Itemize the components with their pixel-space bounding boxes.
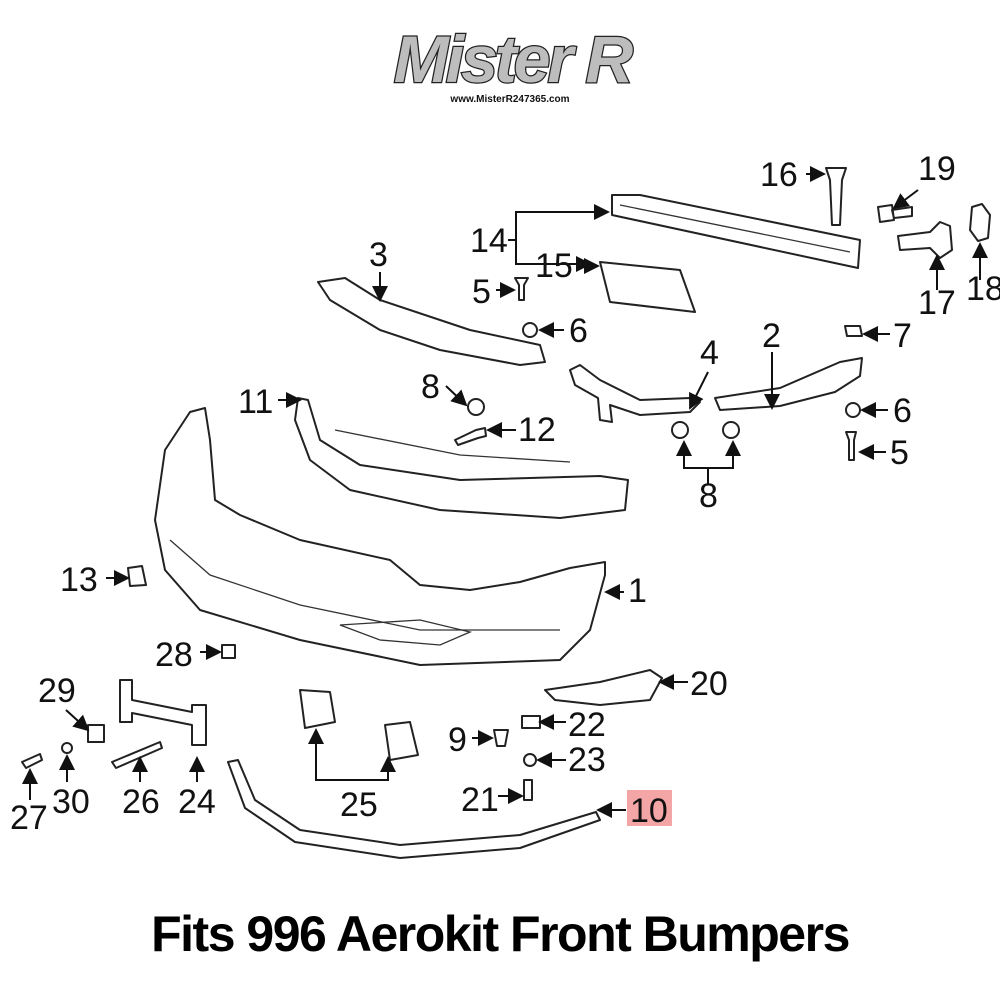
label-16: 16 <box>760 156 798 194</box>
part-5-screw-right <box>845 431 857 461</box>
part-18-gasket <box>969 203 991 242</box>
label-1: 1 <box>628 572 647 610</box>
label-29: 29 <box>38 672 76 710</box>
part-11-grille <box>294 397 629 519</box>
svg-text:www.MisterR247365.com: www.MisterR247365.com <box>449 94 569 105</box>
label-6-right: 6 <box>893 392 912 430</box>
label-7: 7 <box>893 317 912 355</box>
label-5: 5 <box>472 273 491 311</box>
label-3: 3 <box>369 236 388 274</box>
label-17: 17 <box>918 284 956 322</box>
part-29-clip <box>87 724 105 743</box>
label-22: 22 <box>568 706 606 744</box>
part-5-screw <box>514 277 529 301</box>
label-14: 14 <box>470 222 508 260</box>
label-21: 21 <box>461 781 499 819</box>
label-23: 23 <box>568 741 606 779</box>
part-21-screw <box>523 779 533 801</box>
part-28-clip <box>221 644 236 659</box>
label-12: 12 <box>518 411 556 449</box>
label-6: 6 <box>569 312 588 350</box>
part-24-bracket <box>119 679 207 746</box>
label-24: 24 <box>178 783 216 821</box>
label-11: 11 <box>238 383 273 421</box>
label-20: 20 <box>690 665 728 703</box>
label-19: 19 <box>918 150 956 188</box>
label-26: 26 <box>122 783 160 821</box>
label-2: 2 <box>762 317 781 355</box>
part-20-deflector <box>544 669 663 706</box>
label-15: 15 <box>535 247 573 285</box>
label-27: 27 <box>10 799 48 837</box>
part-2-support-right <box>714 357 863 411</box>
part-25-mounts <box>299 689 419 761</box>
part-7-clip <box>844 325 863 337</box>
part-12-pin <box>454 427 487 446</box>
highlight-box <box>627 790 672 826</box>
label-5-right: 5 <box>890 434 909 472</box>
part-30-washer <box>61 742 73 754</box>
part-8-clips-pair <box>671 421 740 439</box>
part-4-bracket <box>569 364 701 423</box>
label-28: 28 <box>155 636 193 674</box>
label-25: 25 <box>340 786 378 824</box>
part-23-nut <box>523 753 537 767</box>
part-6-nut-right <box>845 402 861 418</box>
callout-labels: 16 19 18 17 14 15 3 5 6 7 2 4 11 8 6 12 … <box>10 150 1000 837</box>
part-15-bracket <box>599 261 696 313</box>
label-30: 30 <box>52 783 90 821</box>
part-10-spoiler-lip <box>227 759 601 859</box>
leader-lines <box>22 166 988 818</box>
label-4: 4 <box>700 334 719 372</box>
label-18: 18 <box>966 270 1000 308</box>
svg-text:Mister R: Mister R <box>394 22 634 96</box>
part-8-clip <box>467 398 485 416</box>
part-14-reinforcement-bar <box>611 194 861 269</box>
part-16-bolt <box>825 167 847 226</box>
part-6-nut <box>522 322 538 338</box>
label-8-pair: 8 <box>699 477 718 515</box>
part-13-clip <box>127 565 147 587</box>
mister-r-logo: Mister R www.MisterR247365.com <box>393 21 638 105</box>
part-27-screw <box>21 753 43 769</box>
part-22-clip <box>521 715 541 729</box>
part-26-screw <box>111 741 163 769</box>
part-9-pin <box>493 729 509 747</box>
part-3-support-left <box>317 277 546 366</box>
label-9: 9 <box>448 721 467 759</box>
part-17-tow-eye-mount <box>897 221 953 259</box>
label-13: 13 <box>60 561 98 599</box>
product-title: Fits 996 Aerokit Front Bumpers <box>151 906 850 962</box>
part-1-bumper-cover <box>154 407 606 666</box>
label-10-highlighted: 10 <box>630 792 668 830</box>
label-8: 8 <box>421 368 440 406</box>
